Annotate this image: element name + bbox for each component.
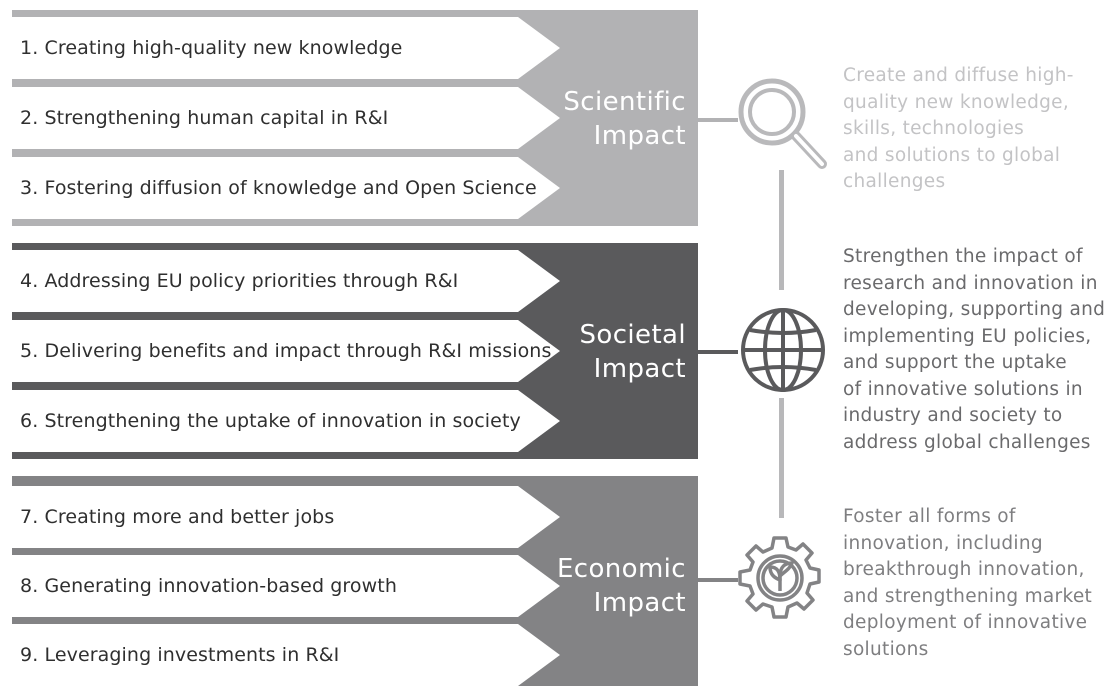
impact-title-line2: Impact bbox=[593, 121, 686, 151]
pathway-item-6: 6. Strengthening the uptake of innovatio… bbox=[12, 390, 560, 452]
economic-impact-description: Foster all forms of innovation, includin… bbox=[843, 506, 1093, 660]
scientific-impact-description: Create and diffuse high- quality new kno… bbox=[843, 65, 1074, 192]
pathway-item-2: 2. Strengthening human capital in R&I bbox=[12, 87, 560, 149]
connector-vertical-lower bbox=[779, 398, 784, 518]
pathway-item-5: 5. Delivering benefits and impact throug… bbox=[12, 320, 560, 382]
pathway-item-1: 1. Creating high-quality new knowledge bbox=[12, 17, 560, 79]
globe-icon bbox=[741, 308, 825, 392]
impact-title-line1: Societal bbox=[579, 320, 686, 350]
scientific-connector bbox=[698, 118, 738, 122]
societal-impact-description: Strengthen the impact of research and in… bbox=[843, 246, 1106, 453]
pathway-item-7: 7. Creating more and better jobs bbox=[12, 486, 560, 548]
societal-impact-band: 4. Addressing EU policy priorities throu… bbox=[12, 243, 698, 459]
societal-connector bbox=[698, 350, 738, 354]
pathway-label: 7. Creating more and better jobs bbox=[20, 506, 335, 528]
pathway-item-9: 9. Leveraging investments in R&I bbox=[12, 624, 560, 686]
gear-plant-icon bbox=[738, 536, 821, 619]
impact-title-line2: Impact bbox=[593, 354, 686, 384]
impact-title-line1: Economic bbox=[556, 554, 686, 584]
magnifier-icon bbox=[738, 78, 827, 169]
pathway-label: 6. Strengthening the uptake of innovatio… bbox=[20, 410, 521, 432]
societal-impact-title: Societal Impact bbox=[580, 318, 686, 386]
pathway-label: 9. Leveraging investments in R&I bbox=[20, 644, 340, 666]
impact-title-line1: Scientific bbox=[563, 87, 686, 117]
pathway-label: 1. Creating high-quality new knowledge bbox=[20, 37, 403, 59]
impact-title-line2: Impact bbox=[593, 588, 686, 618]
pathway-label: 5. Delivering benefits and impact throug… bbox=[20, 340, 552, 362]
pathway-label: 3. Fostering diffusion of knowledge and … bbox=[20, 177, 537, 199]
pathway-label: 2. Strengthening human capital in R&I bbox=[20, 107, 389, 129]
connector-vertical-upper bbox=[779, 170, 784, 290]
scientific-impact-title: Scientific Impact bbox=[563, 85, 686, 153]
pathway-item-8: 8. Generating innovation-based growth bbox=[12, 555, 560, 617]
scientific-impact-band: 1. Creating high-quality new knowledge 2… bbox=[12, 10, 698, 226]
pathway-item-3: 3. Fostering diffusion of knowledge and … bbox=[12, 157, 560, 219]
pathway-label: 8. Generating innovation-based growth bbox=[20, 575, 397, 597]
pathway-label: 4. Addressing EU policy priorities throu… bbox=[20, 270, 459, 292]
economic-impact-band: 7. Creating more and better jobs 8. Gene… bbox=[12, 476, 698, 686]
economic-connector bbox=[698, 578, 738, 582]
economic-impact-title: Economic Impact bbox=[557, 552, 686, 620]
pathway-item-4: 4. Addressing EU policy priorities throu… bbox=[12, 250, 560, 312]
